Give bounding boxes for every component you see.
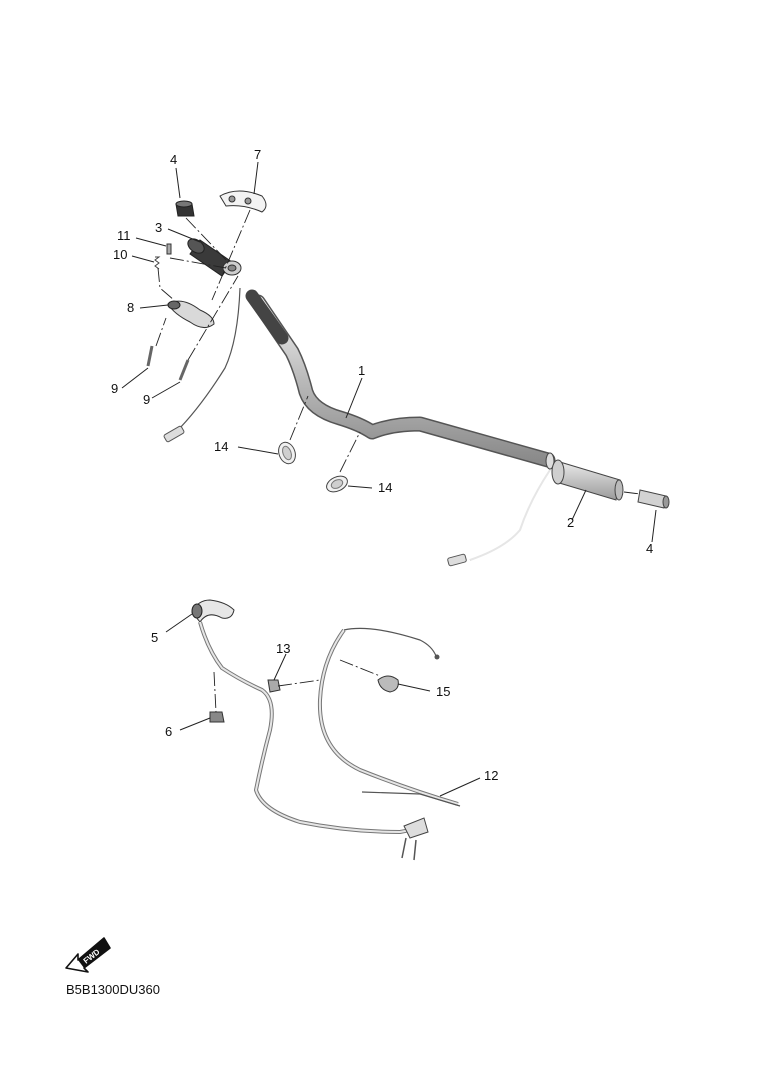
- screw-9-right: [178, 359, 190, 381]
- alignment-lines: [155, 209, 641, 713]
- callout-15: 15: [436, 684, 450, 699]
- switch-wire-left: [163, 287, 241, 443]
- bolt-6: [209, 711, 225, 723]
- callout-7: 7: [254, 147, 261, 162]
- lever-assembly-5: [191, 599, 429, 861]
- cable-12: [317, 627, 461, 807]
- callout-14-left: 14: [214, 439, 228, 454]
- grip-end-right: [637, 489, 670, 509]
- screw-11: [166, 243, 172, 255]
- callout-12: 12: [484, 768, 498, 783]
- handlebar: [245, 289, 556, 470]
- cap-14b: [326, 475, 348, 493]
- callout-4-right: 4: [646, 541, 653, 556]
- callout-6: 6: [165, 724, 172, 739]
- callout-11: 11: [117, 228, 131, 243]
- handlebar-switch: [167, 300, 215, 328]
- throttle-grip-right: [447, 459, 624, 567]
- callout-4-left: 4: [170, 152, 177, 167]
- fwd-arrow-icon: FWD: [65, 937, 111, 973]
- holder-15: [377, 675, 399, 693]
- grip-end-left: [175, 200, 195, 217]
- callout-9-right: 9: [143, 392, 150, 407]
- callout-9-left: 9: [111, 381, 118, 396]
- callout-3: 3: [155, 220, 162, 235]
- cap-14a: [278, 441, 296, 465]
- clip-13: [267, 679, 281, 693]
- switch-collar: [222, 260, 242, 276]
- callout-14-right: 14: [378, 480, 392, 495]
- callout-2: 2: [567, 515, 574, 530]
- callout-8: 8: [127, 300, 134, 315]
- diagram-code: B5B1300DU360: [66, 982, 160, 997]
- callout-10: 10: [113, 247, 127, 262]
- screw-9-left: [146, 345, 154, 367]
- lever-holder: [219, 190, 267, 213]
- callout-1: 1: [358, 363, 365, 378]
- callouts: 1 2 3 4 4 5 6 7 8 9 9 10 11 12 13 14 14 …: [111, 147, 653, 783]
- spring-10: [154, 256, 161, 270]
- callout-5: 5: [151, 630, 158, 645]
- callout-13: 13: [276, 641, 290, 656]
- leader-lines: [121, 161, 657, 797]
